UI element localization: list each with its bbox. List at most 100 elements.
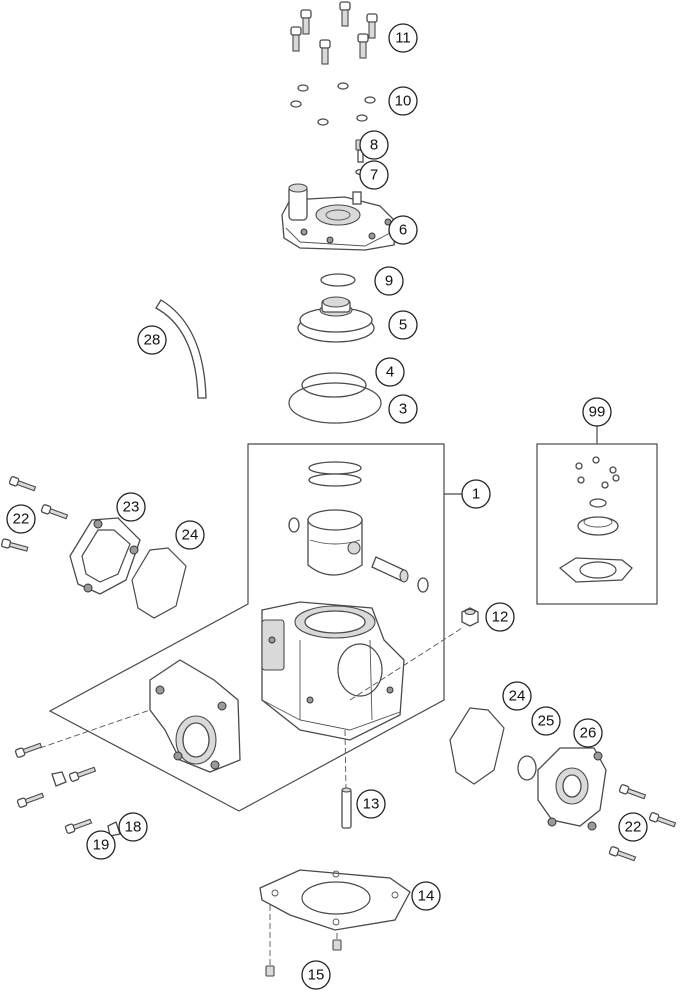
callout-24: 24 xyxy=(502,681,532,711)
callout-circle xyxy=(375,357,405,387)
callout-8: 8 xyxy=(359,130,389,160)
callout-9: 9 xyxy=(374,266,404,296)
callout-label: 19 xyxy=(93,837,110,854)
callout-circle xyxy=(301,960,331,990)
callout-circle xyxy=(359,160,389,190)
callout-circle xyxy=(388,310,418,340)
callout-circle xyxy=(6,504,36,534)
callout-circle xyxy=(175,520,205,550)
exhaust-flange xyxy=(149,659,241,773)
callout-label: 1 xyxy=(472,486,480,503)
washers xyxy=(290,82,376,126)
combustion-insert xyxy=(297,296,375,343)
piston-pin xyxy=(371,556,409,583)
callout-label: 3 xyxy=(399,401,407,418)
callout-circle xyxy=(618,812,648,842)
callout-label: 14 xyxy=(418,888,435,905)
callout-24: 24 xyxy=(175,520,205,550)
callout-circle xyxy=(485,602,515,632)
head-bolts xyxy=(290,1,378,65)
callout-circle xyxy=(502,681,532,711)
callout-circle xyxy=(86,830,116,860)
callout-label: 6 xyxy=(399,222,407,239)
callout-label: 25 xyxy=(538,713,555,730)
callout-label: 7 xyxy=(370,167,378,184)
callout-label: 24 xyxy=(509,688,526,705)
callout-circle xyxy=(388,215,418,245)
kit-frame xyxy=(48,443,445,812)
callout-28: 28 xyxy=(137,325,167,355)
head-seal-ring xyxy=(288,382,382,424)
stud xyxy=(341,787,352,829)
callout-label: 12 xyxy=(492,609,509,626)
dowel-pin-2 xyxy=(332,939,342,951)
callout-label: 22 xyxy=(625,819,642,836)
callout-label: 11 xyxy=(395,30,411,47)
callout-22: 22 xyxy=(618,812,648,842)
callout-19: 19 xyxy=(86,830,116,860)
callout-label: 8 xyxy=(370,137,378,154)
callout-3: 3 xyxy=(388,394,418,424)
valve-cover-left xyxy=(69,517,141,595)
dowel-pin xyxy=(265,965,275,977)
callout-label: 24 xyxy=(182,527,199,544)
base-gasket xyxy=(259,869,411,931)
callout-label: 5 xyxy=(399,317,407,334)
callout-circle xyxy=(573,718,603,748)
cover-gasket-left xyxy=(131,547,187,619)
callout-5: 5 xyxy=(388,310,418,340)
callout-circle xyxy=(118,812,148,842)
right-screws xyxy=(608,784,677,862)
callout-label: 26 xyxy=(580,725,597,742)
callout-circle xyxy=(582,397,612,427)
callout-label: 18 xyxy=(125,819,142,836)
callout-circle xyxy=(388,394,418,424)
circlip-right xyxy=(417,577,429,593)
callout-4: 4 xyxy=(375,357,405,387)
callout-14: 14 xyxy=(411,881,441,911)
nut xyxy=(461,607,479,627)
gasket-kit-box xyxy=(536,443,658,605)
callout-26: 26 xyxy=(573,718,603,748)
callout-label: 9 xyxy=(385,273,393,290)
piston xyxy=(307,509,363,576)
cylinder xyxy=(261,601,405,741)
callout-label: 13 xyxy=(363,796,380,813)
callouts: 1345678910111213141518192222232424252628… xyxy=(6,23,648,990)
callout-10: 10 xyxy=(388,86,418,116)
callout-25: 25 xyxy=(531,706,561,736)
callout-circle xyxy=(411,881,441,911)
callout-circle xyxy=(461,479,491,509)
callout-circle xyxy=(359,130,389,160)
callout-label: 22 xyxy=(13,511,30,528)
hose xyxy=(155,299,207,399)
callout-15: 15 xyxy=(301,960,331,990)
callout-12: 12 xyxy=(485,602,515,632)
callout-label: 15 xyxy=(308,967,325,984)
callout-22: 22 xyxy=(6,504,36,534)
callout-99: 99 xyxy=(582,397,612,427)
callout-label: 10 xyxy=(395,93,412,110)
callout-circle xyxy=(388,23,418,53)
valve-cover-right xyxy=(537,747,607,831)
left-screws xyxy=(0,476,121,837)
cylinder-head xyxy=(281,183,397,251)
callout-circle xyxy=(116,492,146,522)
callout-6: 6 xyxy=(388,215,418,245)
callout-label: 4 xyxy=(386,364,394,381)
callout-1: 1 xyxy=(461,479,491,509)
circlip-left xyxy=(288,517,300,533)
callout-circle xyxy=(388,86,418,116)
callout-11: 11 xyxy=(388,23,418,53)
head-gasket-ring xyxy=(301,372,367,398)
callout-13: 13 xyxy=(356,789,386,819)
callout-circle xyxy=(374,266,404,296)
callout-18: 18 xyxy=(118,812,148,842)
callout-circle xyxy=(356,789,386,819)
callout-circle xyxy=(137,325,167,355)
piston-rings xyxy=(308,461,362,487)
o-ring-right xyxy=(517,755,537,781)
callout-label: 23 xyxy=(123,499,140,516)
callout-circle xyxy=(531,706,561,736)
